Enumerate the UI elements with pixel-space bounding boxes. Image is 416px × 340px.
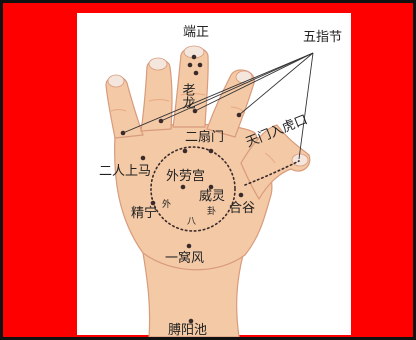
forearm	[142, 252, 244, 337]
point-wuzhijie-3	[192, 108, 198, 114]
ring-finger-nail	[148, 57, 168, 71]
label-wai: 外	[162, 198, 171, 210]
point-yiwofeng	[186, 243, 192, 249]
knuckle-crease	[180, 93, 206, 96]
point-weiling	[208, 184, 214, 190]
point-laolong	[193, 70, 199, 76]
label-errenshangma: 二人上马	[99, 164, 151, 179]
label-duanzheng: 端正	[183, 25, 209, 40]
wai-bagua-circle	[150, 146, 236, 232]
leader-line	[194, 52, 314, 112]
point-wailaogong	[180, 184, 186, 190]
acupoints	[120, 54, 244, 324]
label-yiwofeng: 一窝风	[165, 250, 204, 266]
point-hegu	[238, 192, 244, 198]
label-gua: 卦	[207, 205, 216, 217]
leader-line	[160, 52, 314, 122]
knuckle-crease	[110, 109, 127, 112]
knuckle-crease	[148, 99, 170, 102]
hand-diagram: 端正 五指节 老龙 二扇门 天门入虎口 二人上马 外劳宫 威灵 合谷 精宁 外 …	[3, 3, 413, 337]
label-wailaogong: 外劳宫	[166, 168, 205, 184]
point-boyangchi	[188, 318, 194, 324]
diagram-stage: 端正 五指节 老龙 二扇门 天门入虎口 二人上马 外劳宫 威灵 合谷 精宁 外 …	[3, 3, 413, 337]
label-weiling: 威灵	[199, 189, 225, 204]
point-wuzhijie-4	[236, 112, 242, 118]
knuckle-crease	[230, 106, 246, 114]
label-hegu: 合谷	[229, 201, 255, 216]
point-duanzheng-right	[197, 62, 203, 68]
thumb-nail	[291, 153, 309, 167]
tianmen-hukou-path	[244, 160, 300, 186]
label-wuzhijie: 五指节	[303, 30, 342, 45]
point-errenshangma	[140, 155, 146, 161]
point-duanzheng	[191, 54, 197, 60]
label-ba: 八	[187, 217, 196, 227]
point-jingning	[150, 200, 156, 206]
little-finger-nail	[107, 74, 125, 88]
leader-line	[298, 52, 314, 160]
leader-line	[122, 52, 314, 134]
hand-back-illustration	[105, 45, 311, 337]
label-ershanmen: 二扇门	[185, 129, 224, 145]
point-ershanmen-2	[208, 148, 214, 154]
leader-line	[238, 52, 314, 116]
label-lao: 老龙	[180, 83, 196, 110]
thumb	[240, 124, 311, 201]
point-wuzhijie-1	[120, 130, 126, 136]
point-duanzheng-left	[187, 62, 193, 68]
point-wuzhijie-2	[158, 118, 164, 124]
label-jingning: 精宁	[131, 205, 157, 221]
point-ershanmen-1	[182, 148, 188, 154]
knuckle-crease	[264, 152, 276, 164]
label-boyangchi: 膊阳池	[168, 322, 207, 337]
wuzhijie-leader-lines	[122, 52, 314, 160]
